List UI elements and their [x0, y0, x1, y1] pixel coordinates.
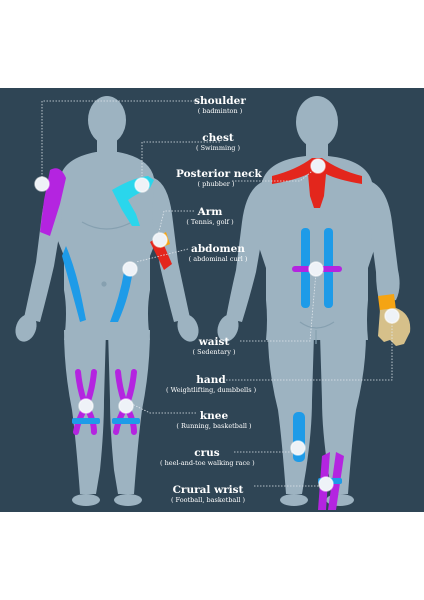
back-body-details: [299, 321, 335, 344]
waist-marker: [308, 261, 324, 277]
chest-title: chest: [202, 132, 234, 144]
front-body-figure: [15, 96, 199, 506]
label-hand: hand ( Weightlifting, dumbbells ): [166, 374, 256, 395]
hand-marker: [384, 308, 400, 324]
knee-tape-blue-left: [72, 418, 100, 424]
abdomen-marker: [122, 261, 138, 277]
arm-title: Arm: [197, 206, 223, 218]
back-injury-tapes: [272, 158, 411, 510]
knee-subtitle: ( Running, basketball ): [176, 422, 252, 430]
front-body-details: [81, 221, 133, 287]
crus-title: crus: [194, 447, 220, 459]
arm-subtitle: ( Tennis, golf ): [186, 218, 234, 226]
hand-title: hand: [196, 374, 226, 386]
hand-subtitle: ( Weightlifting, dumbbells ): [166, 386, 257, 394]
label-knee: knee ( Running, basketball ): [176, 410, 252, 431]
hand-tape-orange: [378, 294, 396, 312]
abdomen-title: abdomen: [191, 243, 245, 255]
neck-tape-red: [272, 158, 362, 208]
waist-title: waist: [198, 336, 230, 348]
abdomen-tape-right: [110, 272, 132, 322]
back-body-figure: [217, 96, 400, 506]
chest-subtitle: ( Swimming ): [195, 144, 241, 152]
label-posterior-neck: Posterior neck ( phubber ): [176, 168, 262, 189]
chest-marker: [134, 177, 150, 193]
crural-wrist-subtitle: ( Football, basketball ): [170, 496, 246, 504]
knee-marker-left: [78, 398, 94, 414]
knee-title: knee: [199, 410, 229, 422]
label-waist: waist ( Sedentary ): [184, 336, 244, 357]
crural-wrist-marker: [318, 476, 334, 492]
label-crus: crus ( heel-and-toe walking race ): [160, 447, 255, 468]
shoulder-title: shoulder: [194, 95, 246, 107]
crus-marker: [290, 440, 306, 456]
posterior-neck-marker: [310, 158, 326, 174]
label-abdomen: abdomen ( abdominal curl ): [178, 243, 258, 264]
abdomen-subtitle: ( abdominal curl ): [188, 255, 248, 263]
shoulder-marker: [34, 176, 50, 192]
shoulder-tape: [40, 168, 66, 236]
label-arm: Arm ( Tennis, golf ): [180, 206, 240, 227]
arm-marker: [152, 232, 168, 248]
leader-lines: [41, 100, 393, 487]
label-shoulder: shoulder ( badminton ): [192, 95, 248, 116]
knee-marker-right: [118, 398, 134, 414]
label-crural-wrist: Crural wrist ( Football, basketball ): [168, 484, 248, 505]
posterior-neck-title: Posterior neck: [176, 168, 262, 180]
crus-subtitle: ( heel-and-toe walking race ): [160, 459, 255, 467]
waist-subtitle: ( Sedentary ): [192, 348, 236, 356]
pain-markers: [34, 158, 400, 492]
abdomen-tape-left: [62, 246, 86, 322]
label-chest: chest ( Swimming ): [188, 132, 248, 153]
shoulder-subtitle: ( badminton ): [197, 107, 243, 115]
crural-wrist-title: Crural wrist: [172, 484, 244, 496]
knee-tape-blue-right: [112, 418, 140, 424]
posterior-neck-subtitle: ( phubber ): [197, 180, 235, 188]
